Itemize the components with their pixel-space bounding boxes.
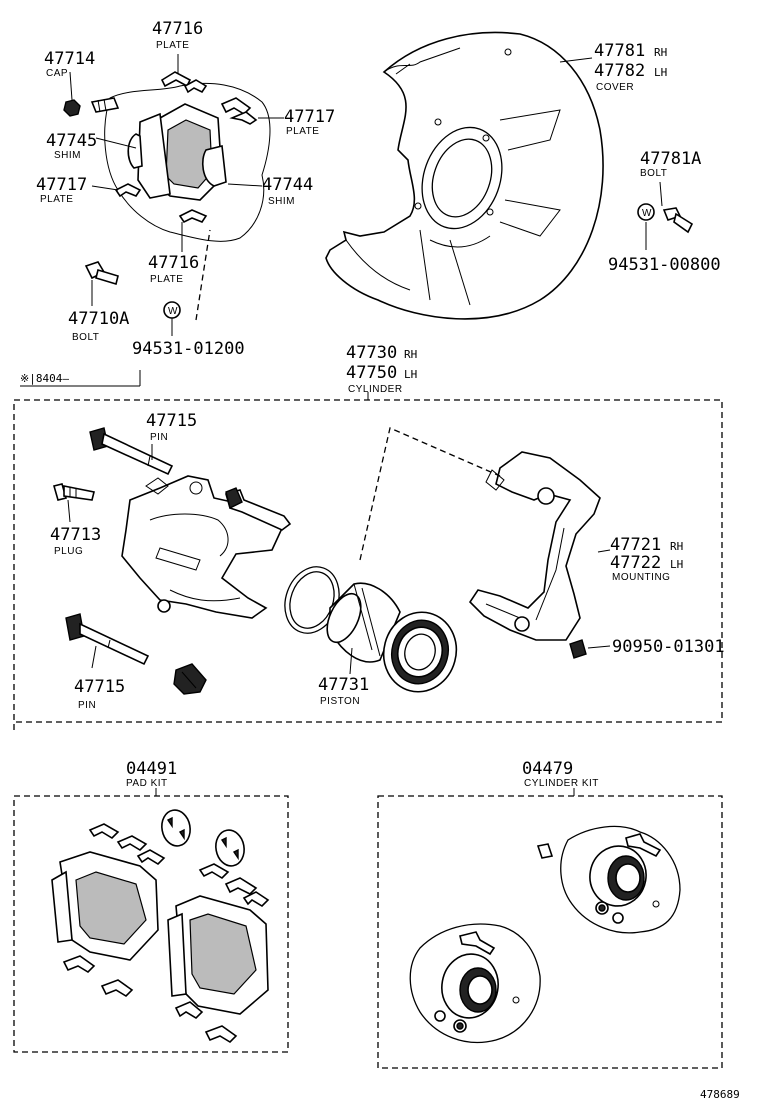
label-47750-side: LH bbox=[404, 368, 417, 381]
washer-mark-2: W bbox=[642, 208, 652, 219]
caliper-section-frame bbox=[13, 399, 723, 730]
piston-47731 bbox=[326, 582, 401, 663]
label-47715-bottom-name: PIN bbox=[78, 700, 96, 711]
caliper-section-group: ※|8404— bbox=[13, 370, 723, 730]
label-47730-side: RH bbox=[404, 348, 417, 361]
pad-assembly-group: W bbox=[63, 54, 284, 336]
piston-dust-boot bbox=[382, 611, 458, 693]
plate-47716-top bbox=[160, 71, 192, 88]
plate-47716-bottom bbox=[178, 209, 208, 224]
label-47781-side: RH bbox=[654, 46, 667, 59]
label-90950-01301: 90950-01301 bbox=[612, 637, 725, 657]
label-47713-name: PLUG bbox=[54, 546, 83, 557]
label-47750-number: 47750 bbox=[346, 363, 397, 383]
pin-47715-bottom bbox=[65, 613, 150, 669]
label-47722-side: LH bbox=[670, 558, 683, 571]
label-47717-left-number: 47717 bbox=[36, 175, 87, 195]
label-47781A-name: BOLT bbox=[640, 168, 667, 179]
label-47731-name: PISTON bbox=[320, 696, 360, 707]
pad-kit-shim-disc-1 bbox=[161, 809, 191, 847]
label-47716-bottom-name: PLATE bbox=[150, 274, 183, 285]
part-labels: 47716 PLATE 47714 CAP 47745 SHIM 47717 P… bbox=[36, 19, 740, 1101]
label-47722-name: MOUNTING bbox=[612, 572, 670, 583]
cylinder-kit-frame bbox=[377, 795, 723, 1069]
shim-47745 bbox=[127, 133, 143, 169]
label-47750-name: CYLINDER bbox=[348, 384, 403, 395]
label-47744-name: SHIM bbox=[268, 196, 295, 207]
shim-47744 bbox=[201, 145, 227, 187]
label-04479-name: CYLINDER KIT bbox=[524, 778, 599, 789]
pin-47715-top bbox=[89, 427, 174, 476]
plug-47713 bbox=[53, 483, 95, 523]
label-47713-number: 47713 bbox=[50, 525, 101, 545]
label-47721-number: 47721 bbox=[610, 535, 661, 555]
label-47782-side: LH bbox=[654, 66, 667, 79]
label-47716-bottom-number: 47716 bbox=[148, 253, 199, 273]
dust-cover-group: W bbox=[325, 31, 694, 320]
bolt-90950-01301 bbox=[569, 639, 611, 659]
label-04491-number: 04491 bbox=[126, 759, 177, 779]
cap-47714 bbox=[63, 99, 81, 117]
label-47714-number: 47714 bbox=[44, 49, 95, 69]
label-47710A-number: 47710A bbox=[68, 309, 129, 329]
label-47745-number: 47745 bbox=[46, 131, 97, 151]
label-47717-left-name: PLATE bbox=[40, 194, 73, 205]
label-47782-number: 47782 bbox=[594, 61, 645, 81]
label-47745-name: SHIM bbox=[54, 150, 81, 161]
label-47717-right-name: PLATE bbox=[286, 126, 319, 137]
cylinder-kit-boot-upper bbox=[560, 825, 681, 934]
label-47781-number: 47781 bbox=[594, 41, 645, 61]
pad-kit-shim-disc-2 bbox=[215, 829, 245, 867]
cylinder-kit-group bbox=[377, 788, 723, 1069]
plate-47717-left bbox=[114, 183, 142, 198]
label-47744-number: 47744 bbox=[262, 175, 313, 195]
label-47731-number: 47731 bbox=[318, 675, 369, 695]
label-47710A-name: BOLT bbox=[72, 332, 99, 343]
caliper-cylinder-body bbox=[121, 475, 286, 619]
label-47721-side: RH bbox=[670, 540, 683, 553]
cylinder-kit-boot-lower bbox=[409, 923, 541, 1044]
label-47715-top-number: 47715 bbox=[146, 411, 197, 431]
dust-cover bbox=[325, 31, 604, 320]
washer-mark-1: W bbox=[168, 306, 178, 317]
outer-brake-pad bbox=[137, 112, 171, 199]
label-94531-00800: 94531-00800 bbox=[608, 255, 721, 275]
caliper-mounting-bracket bbox=[468, 451, 601, 641]
label-04491-name: PAD KIT bbox=[126, 778, 168, 789]
cover-center-ring bbox=[421, 126, 503, 230]
label-04479-number: 04479 bbox=[522, 759, 573, 779]
label-47722-number: 47722 bbox=[610, 553, 661, 573]
pad-kit-group bbox=[13, 788, 289, 1053]
label-47714-name: CAP bbox=[46, 68, 68, 79]
section-note: ※|8404— bbox=[20, 372, 69, 385]
label-47716-top-number: 47716 bbox=[152, 19, 203, 39]
label-47715-top-name: PIN bbox=[150, 432, 168, 443]
bolt-47781A: W bbox=[637, 181, 694, 250]
label-47715-bottom-number: 47715 bbox=[74, 677, 125, 697]
pad-kit-frame bbox=[13, 795, 289, 1053]
label-94531-01200: 94531-01200 bbox=[132, 339, 245, 359]
figure-id: 478689 bbox=[700, 1088, 740, 1101]
label-47717-right-number: 47717 bbox=[284, 107, 335, 127]
label-47782-name: COVER bbox=[596, 82, 634, 93]
label-47730-number: 47730 bbox=[346, 343, 397, 363]
pin-boot bbox=[173, 663, 207, 695]
label-47716-top-name: PLATE bbox=[156, 40, 189, 51]
bolt-47710A bbox=[84, 261, 119, 286]
label-47781A-number: 47781A bbox=[640, 149, 701, 169]
